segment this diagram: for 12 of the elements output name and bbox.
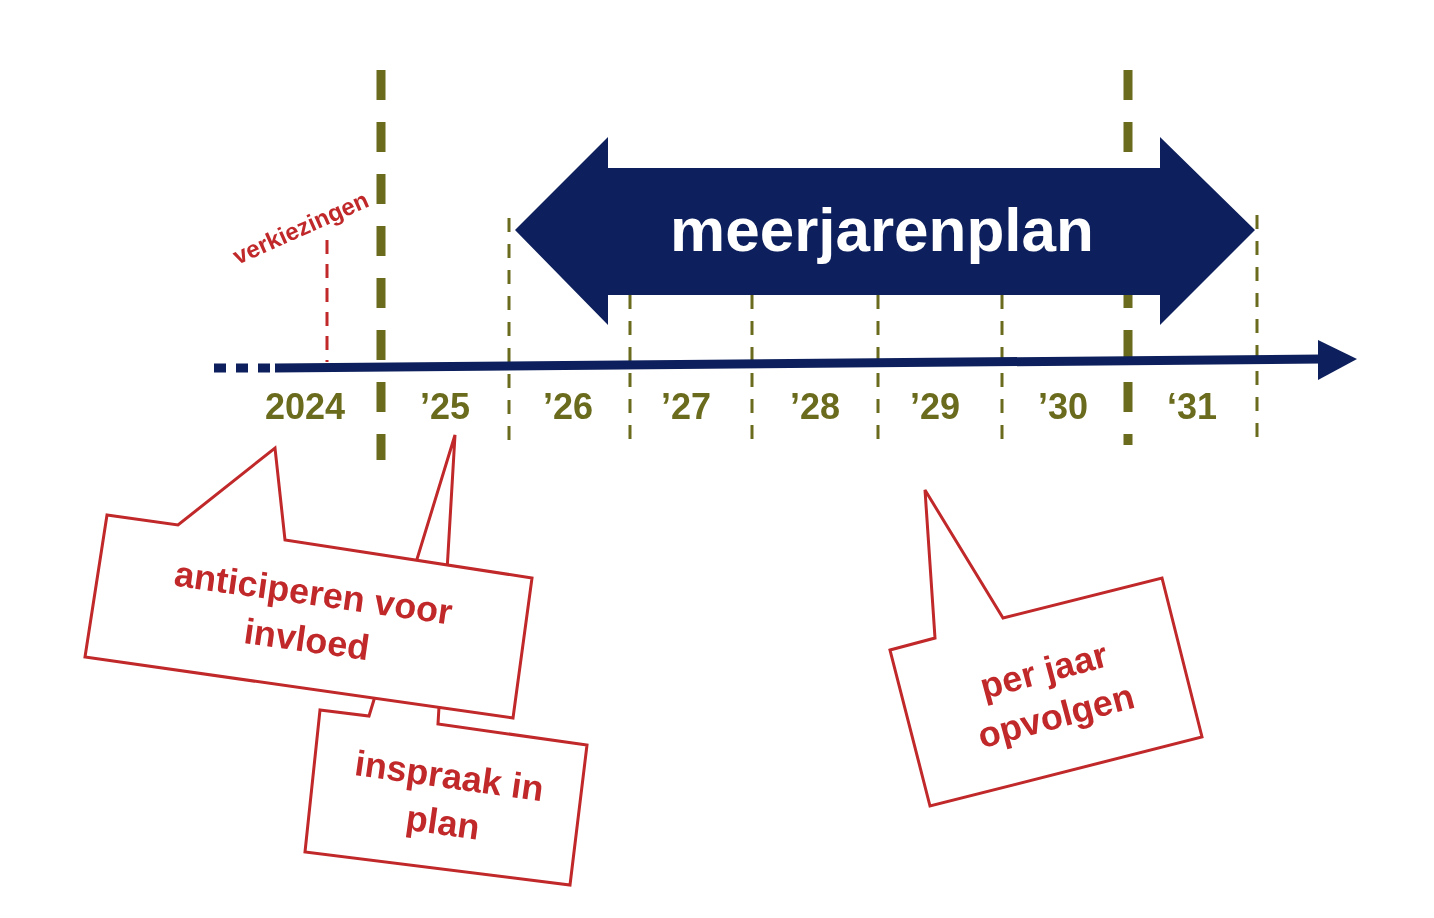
callout-text: per jaar opvolgen [972,632,1140,759]
year-label: ’27 [661,386,711,428]
year-label: ’25 [420,386,470,428]
banner-text: meerjarenplan [669,193,1095,266]
callout-text: anticiperen voor invloed [170,551,456,671]
year-label: ’30 [1038,386,1088,428]
year-label: ’28 [790,386,840,428]
year-label: ‘31 [1167,386,1217,428]
callout-text: inspraak in plan [351,741,548,850]
year-label: 2024 [264,386,346,428]
year-label: ’26 [543,386,593,428]
year-label: ’29 [910,386,960,428]
